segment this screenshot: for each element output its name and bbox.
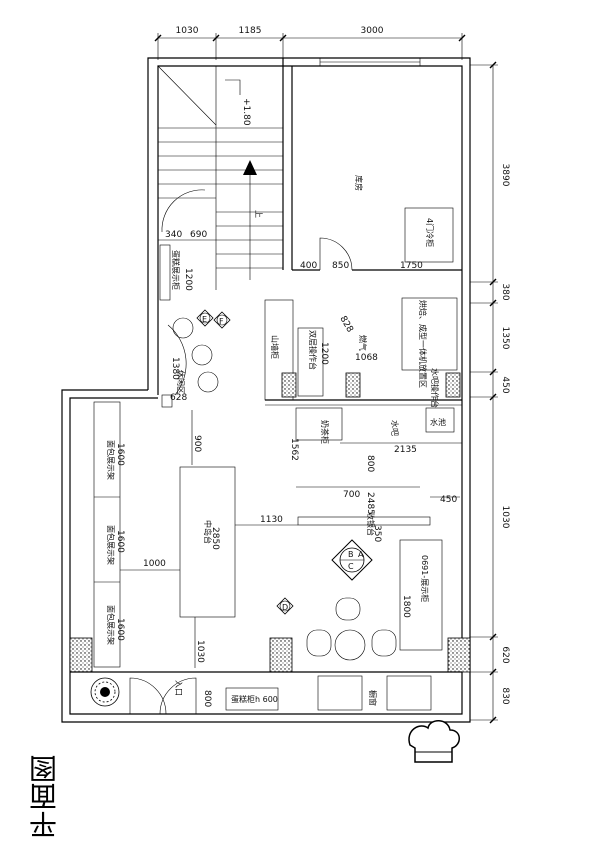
dim-1200b: 1200 — [319, 342, 329, 365]
dim-top-1: 1030 — [176, 26, 199, 36]
dining-set — [306, 597, 397, 661]
center-counter-label: 中岛台 — [203, 520, 213, 544]
section-a: A — [358, 550, 364, 559]
dim-top-3: 3000 — [361, 26, 384, 36]
dim-right-5: 1030 — [500, 506, 510, 529]
shelf-2-label: 面包展示架 — [106, 525, 116, 565]
section-f: F — [219, 317, 224, 326]
right-display-label: 0691-展示柜 — [420, 555, 430, 602]
main-hall: 900 中岛台 2850 1130 1000 1030 面包展示架 面包展示架 … — [93, 401, 443, 668]
dim-828: 828 — [337, 315, 354, 335]
stair-up-label: 上 — [254, 210, 263, 218]
right-display-cabinet — [399, 539, 443, 651]
wall-cabinet-label: 山墙柜 — [270, 335, 280, 359]
dim-800a: 800 — [365, 455, 375, 472]
section-c: C — [348, 562, 354, 571]
work-counter-label: 双层操作台 — [308, 330, 318, 370]
plant-pot — [90, 677, 120, 707]
dim-1800: 1800 — [401, 595, 411, 618]
storage-room: 库房 4门冷柜 400 850 1750 — [292, 175, 462, 271]
dim-1562: 1562 — [289, 438, 299, 461]
dim-700: 700 — [343, 490, 360, 500]
dim-2850: 2850 — [210, 527, 220, 550]
dim-1130: 1130 — [260, 515, 283, 525]
dim-right-3: 1350 — [500, 327, 510, 350]
dim-1750: 1750 — [400, 261, 423, 271]
level-mark: +1.80 — [241, 98, 251, 126]
dim-right-4: 450 — [500, 376, 510, 393]
shelf-2-dim: 1600 — [115, 530, 125, 553]
shelf-3-dim: 1600 — [115, 618, 125, 641]
baking-area-label: 烘焙、成型一体机放置区 — [418, 300, 428, 388]
column-br — [447, 637, 471, 673]
column-bl — [69, 637, 93, 673]
seating-area-left: 1380 休闲区 628 — [161, 317, 219, 408]
column-bm — [269, 637, 293, 673]
section-e: E — [202, 315, 207, 324]
dim-1000: 1000 — [143, 559, 166, 569]
section-marker-d: D — [276, 597, 294, 615]
bottom-cake-cabinet — [225, 687, 279, 711]
seat-area-label: 休闲区 — [176, 370, 186, 394]
dim-right-1: 3890 — [500, 164, 510, 187]
shelf-1-dim: 1600 — [115, 443, 125, 466]
sink — [425, 407, 455, 433]
section-marker-ef: E F — [196, 309, 231, 329]
dim-850: 850 — [332, 261, 349, 271]
storefront: 入口 800 蛋糕柜h 600 橱窗 — [70, 671, 462, 715]
shelf-1-label: 面包展示架 — [106, 440, 116, 480]
milk-tea-label: 奶茶柜 — [320, 420, 330, 444]
dim-2485: 2485 — [365, 492, 375, 515]
section-b: B — [348, 550, 354, 559]
dim-1030: 1030 — [195, 640, 205, 663]
bottom-cake-label: 蛋糕柜h 600 — [231, 694, 278, 704]
dim-top-2: 1185 — [239, 26, 262, 36]
dim-350: 350 — [372, 525, 382, 542]
dim-690: 690 — [190, 230, 207, 240]
window-label: 橱窗 — [368, 690, 378, 706]
water-bar-label: 水吧 — [390, 420, 400, 436]
dim-900: 900 — [192, 435, 202, 452]
dim-1380: 1380 — [170, 357, 180, 380]
dim-340: 340 — [165, 230, 182, 240]
plan-title: 平面图 — [28, 755, 61, 839]
dim-2135: 2135 — [394, 445, 417, 455]
sink-label: 水池 — [430, 417, 446, 427]
shelf-3-label: 面包展示架 — [106, 605, 116, 645]
chef-hat-logo — [408, 720, 460, 763]
kitchen-area: 山墙柜 双层操作台 燃气 1068 1200 828 烘焙、成型一体机放置区 水… — [264, 297, 462, 542]
stove-label: 燃气 — [358, 335, 368, 351]
dim-1068: 1068 — [355, 353, 378, 363]
dim-1200a: 1200 — [183, 268, 193, 291]
center-counter — [179, 466, 236, 618]
drink-area-label: 水吧操作台 — [430, 368, 440, 408]
entrance-label: 入口 — [174, 680, 183, 696]
staircase: 上 +1.80 — [157, 65, 283, 290]
dim-right-6: 620 — [500, 646, 510, 663]
fridge-label: 4门冷柜 — [425, 218, 435, 247]
dim-628: 628 — [170, 393, 187, 403]
dim-right-7: 830 — [500, 687, 510, 704]
top-dimension-line: 1030 1185 3000 — [154, 26, 466, 60]
dim-800b: 800 — [202, 690, 212, 707]
storage-label: 库房 — [354, 175, 364, 191]
cashier-counter — [297, 516, 431, 526]
cake-display-label: 蛋糕展示柜 — [171, 250, 181, 290]
dim-450: 450 — [440, 495, 457, 505]
right-dimension-line: 3890 380 1350 450 1030 620 830 — [470, 61, 510, 724]
section-d: D — [282, 603, 288, 612]
dim-right-2: 380 — [500, 283, 510, 300]
cashier-label: 收银台 — [366, 512, 376, 536]
baking-machine — [401, 297, 458, 371]
dim-400: 400 — [300, 261, 317, 271]
section-marker-abc: A B C — [331, 539, 373, 581]
fridge-4door — [404, 207, 454, 263]
